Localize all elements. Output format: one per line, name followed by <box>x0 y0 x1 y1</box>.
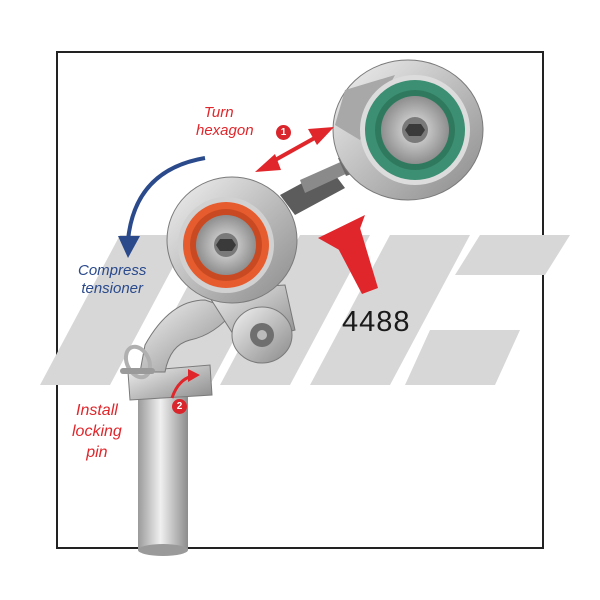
upper-pulley <box>332 59 484 201</box>
step-2-badge: 2 <box>172 399 187 414</box>
small-pulley <box>231 306 293 364</box>
install-locking-pin-label: Install locking pin <box>72 400 122 463</box>
install-line3: pin <box>86 444 108 461</box>
compress-tensioner-label: Compress tensioner <box>78 262 146 298</box>
install-line1: Install <box>76 402 118 419</box>
locking-pin <box>120 344 155 380</box>
main-pulley <box>166 176 298 304</box>
compress-line1: Compress <box>78 262 147 279</box>
pin-arrow-icon <box>170 369 200 399</box>
compress-line2: tensioner <box>81 280 144 297</box>
tensioner-tube <box>127 364 213 556</box>
arrow-icon <box>318 215 378 294</box>
watermark-logo <box>40 235 570 385</box>
turn-hexagon-line2: hexagon <box>196 122 254 139</box>
curved-arrow-icon <box>118 156 206 258</box>
turn-hexagon-line1: Turn <box>203 104 234 121</box>
step-1-badge: 1 <box>276 125 291 140</box>
double-headed-arrow-icon <box>255 127 334 172</box>
part-number: 4488 <box>342 306 411 338</box>
turn-hexagon-label: Turn hexagon <box>196 104 254 140</box>
install-line2: locking <box>72 423 122 440</box>
